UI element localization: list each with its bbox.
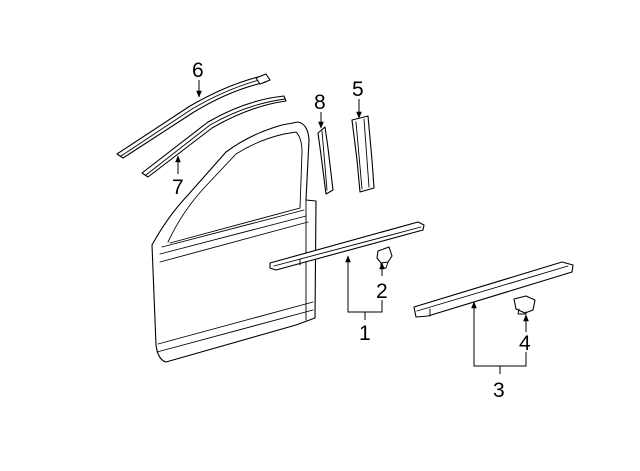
part-5-pillar-garnish: [351, 115, 375, 193]
part-8-pillar-garnish: [317, 126, 334, 195]
part-3-rocker-moulding: [413, 261, 574, 318]
callout-3: 3: [493, 379, 505, 402]
part-4-clip: [513, 295, 536, 315]
callout-4: 4: [519, 332, 531, 355]
callout-7: 7: [172, 176, 184, 199]
callout-8: 8: [314, 91, 326, 114]
callout-1: 1: [359, 322, 371, 345]
callout-5: 5: [352, 78, 364, 101]
callout-leaders: [175, 80, 529, 374]
callout-6: 6: [192, 59, 204, 82]
part-7-window-frame-moulding: [141, 95, 287, 178]
part-2-clip: [376, 246, 393, 269]
part-1-belt-moulding: [269, 221, 425, 271]
part-6-window-frame-moulding: [116, 73, 271, 159]
front-door-shell: [151, 121, 317, 363]
callout-2: 2: [376, 280, 388, 303]
